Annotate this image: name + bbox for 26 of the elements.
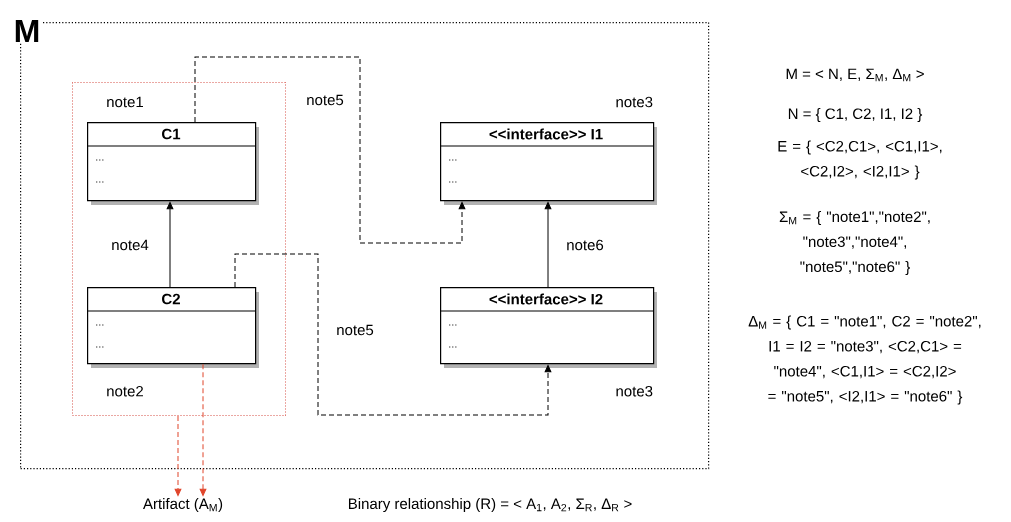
arrow [194, 56, 466, 244]
note-label: note1 [107, 96, 143, 108]
edge-label: note5 [335, 323, 375, 337]
formula-text: Binary relationship (R) = < A$_{1}$, A$_{2}$, Σ$_{R}$, Δ$_{R}$ > [349, 498, 632, 512]
arrow [174, 415, 182, 497]
class-box: C2 ... ... [86, 287, 259, 368]
formula-text: E = { <C2,C1>, <C1,I1>, <C2,I2>, <I2,I1> } [778, 140, 942, 180]
note-label: note2 [107, 385, 143, 397]
class-box: C1 ... ... [86, 122, 259, 205]
class-box: <<interface>> I1 ... ... [439, 122, 657, 205]
formula-text: Σ$_{M}$ = { "note1","note2", "note3","note4", "note5","note6" } [779, 211, 930, 275]
arrow [199, 363, 207, 497]
edge-label: note4 [110, 238, 150, 252]
group-box [72, 82, 286, 416]
arrow [234, 253, 552, 416]
formula-text: N = { C1, C2, I1, I2 } [788, 108, 923, 122]
formula-text: Δ$_{M}$ = { C1 = "note1", C2 = "note2", I1 = I2 = "note3", <C2,C1> = "note4", <C1,I1> = <C2,I2> = "note5", <I2,I1> = "note6" } [748, 315, 981, 405]
class-box: <<interface>> I2 ... ... [439, 287, 657, 368]
arrow [166, 201, 174, 288]
note-label: note3 [616, 96, 653, 108]
note-label: note3 [616, 385, 653, 397]
edge-label: note5 [305, 93, 345, 107]
edge-label: note6 [565, 238, 605, 252]
artifact-label: Artifact (A$_{M}$) [143, 498, 223, 512]
arrow [544, 201, 552, 288]
formula-text: M = < N, E, Σ$_{M}$, Δ$_{M}$ > [786, 68, 924, 82]
